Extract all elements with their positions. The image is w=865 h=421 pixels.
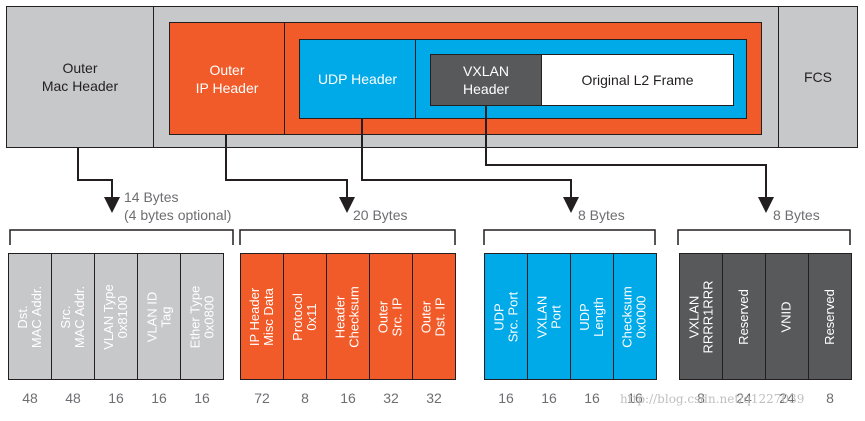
field-label: Dst. MAC Addr. bbox=[15, 285, 45, 348]
field-protocol: Protocol 0x11 bbox=[283, 253, 327, 380]
bits-protocol: 8 bbox=[301, 390, 309, 406]
field-label: Reserved bbox=[822, 288, 838, 345]
fcs-label: FCS bbox=[804, 69, 832, 85]
bytes-label-vxlan: 8 Bytes bbox=[773, 207, 820, 223]
bits-ether-type: 16 bbox=[194, 390, 210, 406]
bytes-label-udp: 8 Bytes bbox=[578, 207, 625, 223]
field-label: UDP Length bbox=[576, 296, 606, 337]
bits-outer-src-ip: 32 bbox=[383, 390, 399, 406]
frame-vxlan-header bbox=[430, 54, 542, 106]
bits-vlan-id: 16 bbox=[151, 390, 167, 406]
field-label: VLAN ID Tag bbox=[144, 291, 174, 342]
field-dst-mac: Dst. MAC Addr. bbox=[8, 253, 52, 380]
field-label: Header Checksum bbox=[333, 285, 363, 348]
field-label: VXLAN Port bbox=[534, 295, 564, 338]
field-label: VLAN Type 0x8100 bbox=[101, 283, 130, 350]
frame-fcs bbox=[778, 6, 858, 148]
watermark-text: http://blog.csdn.net/q1227039 bbox=[620, 392, 805, 406]
bits-vxlan-flags: 8 bbox=[697, 390, 705, 406]
frame-udp-header bbox=[299, 39, 416, 119]
bits-vxlan-reserved-2: 8 bbox=[826, 390, 834, 406]
field-label: Checksum 0x0000 bbox=[620, 285, 650, 348]
field-label: VNID bbox=[779, 300, 794, 333]
field-vxlan-flags: VXLAN RRRR1RRR bbox=[679, 253, 723, 380]
field-outer-src-ip: Outer Src. IP bbox=[369, 253, 413, 380]
bits-udp-src-port: 16 bbox=[498, 390, 514, 406]
bytes-label-ip: 20 Bytes bbox=[353, 207, 408, 223]
bits-src-mac: 48 bbox=[65, 390, 81, 406]
field-header-checksum: Header Checksum bbox=[326, 253, 370, 380]
bits-header-checksum: 16 bbox=[340, 390, 356, 406]
bits-dst-mac: 48 bbox=[22, 390, 38, 406]
outer-ip-header-label: Outer IP Header bbox=[195, 61, 259, 96]
bits-udp-length: 16 bbox=[584, 390, 600, 406]
field-vlan-id: VLAN ID Tag bbox=[137, 253, 181, 380]
field-label: Protocol 0x11 bbox=[290, 292, 320, 341]
frame-original-l2 bbox=[541, 54, 734, 106]
field-vxlan-reserved-2: Reserved bbox=[808, 253, 852, 380]
field-udp-checksum: Checksum 0x0000 bbox=[613, 253, 657, 380]
arrow-vxlan bbox=[485, 106, 774, 213]
field-label: Outer Dst. IP bbox=[418, 296, 448, 337]
arrow-outer-mac bbox=[77, 148, 120, 213]
field-label: UDP Src. Port bbox=[491, 291, 521, 342]
vxlan-header-label: VXLAN Header bbox=[463, 63, 509, 97]
brace-ip bbox=[239, 229, 456, 245]
brace-vxlan bbox=[677, 229, 851, 245]
bits-vnid: 24 bbox=[779, 390, 795, 406]
bits-vxlan-port: 16 bbox=[541, 390, 557, 406]
bits-vxlan-reserved-1: 24 bbox=[736, 390, 752, 406]
bits-ip-misc: 72 bbox=[254, 390, 270, 406]
field-label: Reserved bbox=[736, 288, 752, 345]
field-udp-length: UDP Length bbox=[570, 253, 614, 380]
bits-udp-checksum: 16 bbox=[627, 390, 643, 406]
field-vlan-type: VLAN Type 0x8100 bbox=[94, 253, 138, 380]
field-src-mac: Src. MAC Addr. bbox=[51, 253, 95, 380]
field-label: IP Header Misc Data bbox=[247, 287, 277, 346]
field-udp-src-port: UDP Src. Port bbox=[484, 253, 528, 380]
field-label: Outer Src. IP bbox=[375, 296, 405, 337]
field-outer-dst-ip: Outer Dst. IP bbox=[412, 253, 456, 380]
field-ip-misc: IP Header Misc Data bbox=[240, 253, 284, 380]
bits-vlan-type: 16 bbox=[108, 390, 124, 406]
field-vxlan-port: VXLAN Port bbox=[527, 253, 571, 380]
field-vnid: VNID bbox=[765, 253, 809, 380]
bytes-note-ethernet: (4 bytes optional) bbox=[124, 207, 232, 223]
arrow-udp bbox=[361, 119, 579, 213]
field-vxlan-reserved-1: Reserved bbox=[722, 253, 766, 380]
field-label: Src. MAC Addr. bbox=[58, 285, 88, 348]
outer-mac-header-label: Outer Mac Header bbox=[41, 60, 119, 94]
brace-ethernet bbox=[9, 229, 234, 245]
field-ether-type: Ether Type 0x0800 bbox=[180, 253, 224, 380]
field-label: Ether Type 0x0800 bbox=[187, 285, 217, 348]
udp-header-label: UDP Header bbox=[317, 71, 398, 87]
bytes-label-ethernet: 14 Bytes bbox=[124, 189, 179, 205]
bits-outer-dst-ip: 32 bbox=[426, 390, 442, 406]
arrow-outer-ip bbox=[225, 135, 355, 213]
field-label: VXLAN RRRR1RRR bbox=[686, 280, 716, 353]
original-l2-frame-label: Original L2 Frame bbox=[581, 72, 694, 88]
brace-udp bbox=[483, 229, 656, 245]
frame-outer-mac-header bbox=[6, 6, 154, 148]
